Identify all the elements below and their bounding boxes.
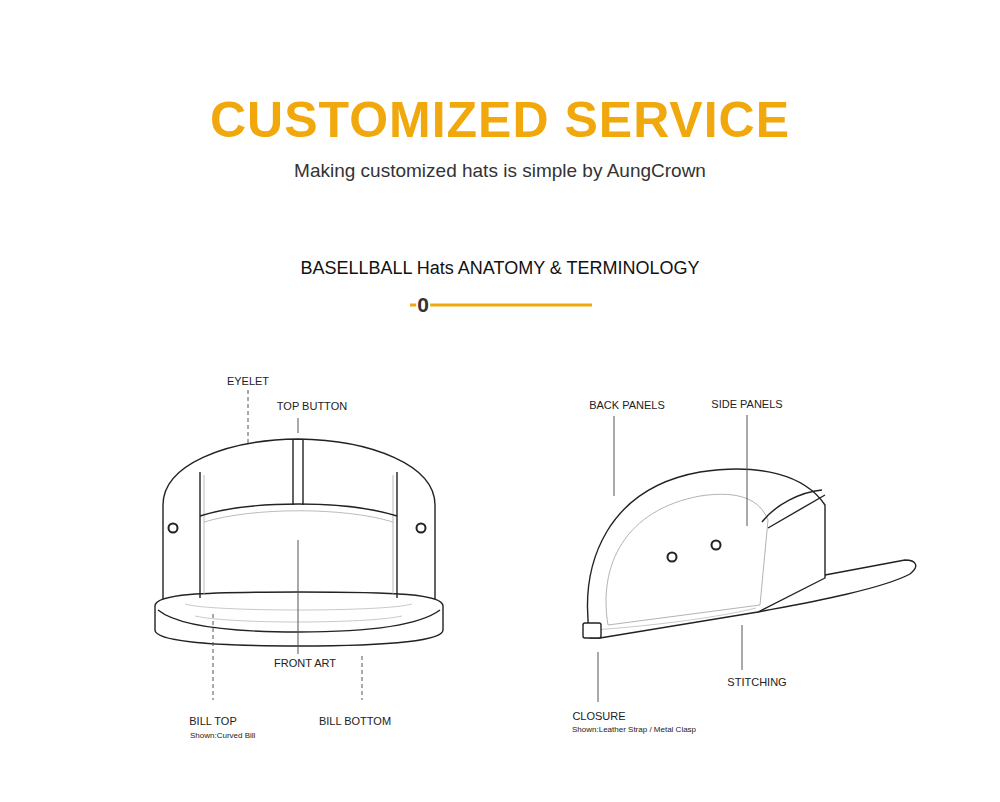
part-label: SIDE PANELS <box>711 398 782 410</box>
part-note: Shown:Leather Strap / Metal Clasp <box>572 725 696 734</box>
page-title: CUSTOMIZED SERVICE <box>210 91 790 149</box>
part-label: BILL BOTTOM <box>319 715 391 727</box>
part-note: Shown:Curved Bill <box>190 731 255 740</box>
divider-line <box>410 304 592 307</box>
leader-lines <box>213 390 747 702</box>
subtitle: Making customized hats is simple by Aung… <box>294 160 706 182</box>
part-label: BACK PANELS <box>589 399 665 411</box>
part-label: TOP BUTTON <box>277 400 347 412</box>
section-heading: BASELLBALL Hats ANATOMY & TERMINOLOGY <box>300 258 699 279</box>
side-hat <box>583 469 916 638</box>
part-label: EYELET <box>227 375 269 387</box>
divider-mark: 0 <box>416 293 430 317</box>
part-label: BILL TOP <box>189 715 237 727</box>
part-label: CLOSURE <box>572 710 625 722</box>
front-hat <box>155 439 443 646</box>
part-label: STITCHING <box>727 676 786 688</box>
part-label: FRONT ART <box>274 657 336 669</box>
